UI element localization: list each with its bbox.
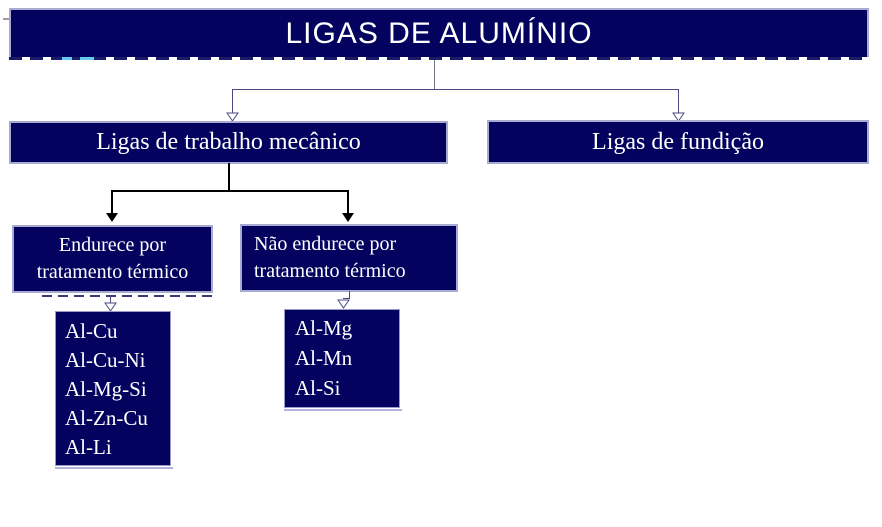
connector-nonhardenable-list (349, 291, 350, 299)
connector-nonhardenable-jog (343, 298, 350, 299)
connector-right-drop (678, 90, 679, 113)
node-label-line2: tratamento térmico (36, 261, 189, 283)
arrow-down-hollow-icon (337, 299, 350, 309)
alloy-item: Al-Mg (295, 316, 353, 340)
alloy-item: Al-Zn-Cu (65, 406, 148, 430)
arrow-down-filled-icon (106, 213, 118, 222)
connector-mechanical-vertical (228, 163, 230, 191)
node-label-line1: Não endurece por (254, 233, 397, 255)
margin-tick-artifact (3, 18, 9, 20)
node-nao-endurece-tratamento-termico: Não endurece por tratamento térmico (240, 224, 458, 292)
node-ligas-trabalho-mecanico: Ligas de trabalho mecânico (9, 121, 448, 164)
connector-root-horizontal (232, 89, 679, 90)
node-label-line1: Endurece por (58, 234, 167, 256)
node-nonhardenable-alloys-list: Al-Mg Al-Mn Al-Si (284, 309, 400, 408)
dashed-underline-artifact (42, 295, 213, 297)
connector-hardenable-drop (111, 192, 113, 214)
alloy-item: Al-Si (295, 376, 341, 400)
alloy-item: Al-Cu-Ni (65, 348, 146, 372)
node-title-label: LIGAS DE ALUMÍNIO (285, 17, 593, 50)
node-endurece-tratamento-termico: Endurece por tratamento térmico (12, 225, 213, 293)
arrow-down-hollow-icon (226, 112, 239, 122)
node-ligas-fundicao: Ligas de fundição (487, 120, 869, 164)
node-label-line2: tratamento térmico (254, 260, 406, 282)
arrow-down-hollow-icon (672, 112, 685, 122)
alloy-item: Al-Cu (65, 319, 118, 343)
box-underline-artifact (55, 467, 173, 469)
arrow-down-filled-icon (342, 213, 354, 222)
connector-root-vertical (434, 60, 435, 89)
arrow-down-hollow-icon (104, 302, 117, 312)
dashed-line-artifact (9, 57, 869, 60)
alloy-item: Al-Mn (295, 346, 353, 370)
node-label: Ligas de fundição (592, 128, 764, 155)
connector-nonhardenable-drop (347, 192, 349, 214)
connector-mechanical-horizontal (111, 190, 349, 192)
node-label: Ligas de trabalho mecânico (96, 129, 361, 155)
cyan-dash-artifact (62, 57, 72, 60)
box-underline-artifact (284, 409, 402, 411)
cyan-dash-artifact (80, 57, 94, 60)
alloy-item: Al-Mg-Si (65, 377, 147, 401)
node-hardenable-alloys-list: Al-Cu Al-Cu-Ni Al-Mg-Si Al-Zn-Cu Al-Li (55, 311, 171, 466)
connector-hardenable-list (110, 295, 111, 304)
node-ligas-de-aluminio: LIGAS DE ALUMÍNIO (9, 8, 869, 58)
alloy-item: Al-Li (65, 435, 112, 459)
connector-left-drop (232, 90, 233, 113)
